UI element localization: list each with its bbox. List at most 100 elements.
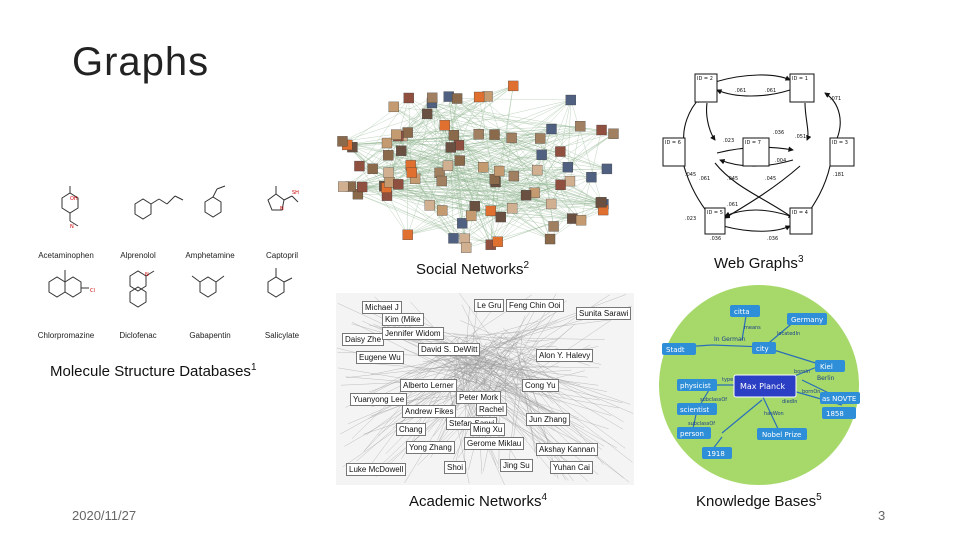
academic-author-label: Eugene Wu: [356, 351, 404, 364]
social-edge: [407, 99, 571, 235]
academic-edge: [524, 338, 558, 343]
molecule-name: Gabapentin: [189, 331, 231, 340]
academic-author-label: Feng Chin Ooi: [506, 299, 564, 312]
caption-molecule: Molecule Structure Databases1: [50, 362, 257, 380]
web-node-label: ID = 4: [792, 210, 808, 216]
academic-author-label: Akshay Kannan: [536, 443, 599, 456]
academic-author-label: Alberto Lerner: [400, 379, 457, 392]
social-edge: [444, 125, 463, 224]
svg-text:Cl: Cl: [90, 288, 95, 294]
academic-edge: [512, 363, 624, 430]
social-edge: [386, 167, 484, 196]
social-avatar-node: [437, 205, 448, 216]
social-edge: [439, 172, 535, 194]
kb-edge-label: type: [722, 377, 733, 383]
social-avatar-node: [442, 160, 454, 171]
molecule-name: Acetaminophen: [38, 251, 94, 260]
caption-social-ref: 2: [523, 260, 530, 271]
molecule-item: Diclofenac: [102, 260, 174, 340]
academic-edge: [475, 364, 588, 378]
social-edge: [490, 85, 514, 245]
academic-edge: [453, 321, 539, 346]
social-edge: [386, 142, 399, 185]
social-avatar-node: [460, 242, 472, 253]
academic-author-label: Chang: [396, 423, 426, 436]
academic-edge: [445, 359, 457, 365]
social-avatar-node: [403, 92, 414, 104]
web-edge-weight: .036: [710, 236, 721, 242]
social-avatar-node: [448, 130, 460, 141]
web-node-label: ID = 7: [745, 140, 761, 146]
academic-author-label: Le Gru: [474, 299, 505, 312]
social-edge: [393, 106, 527, 196]
academic-edge: [484, 346, 557, 349]
social-edge: [432, 97, 472, 216]
academic-edge: [475, 350, 631, 405]
academic-edge: [503, 385, 600, 401]
social-edge: [407, 206, 475, 235]
web-node-label: ID = 3: [832, 140, 848, 146]
academic-edge: [363, 355, 457, 452]
kb-center-node: Max Planck: [740, 382, 786, 391]
molecule-name: Diclofenac: [119, 331, 157, 340]
social-avatar-node: [422, 108, 433, 120]
social-avatar-node: [555, 146, 566, 157]
social-edge: [458, 129, 602, 146]
academic-author-label: Yuanyong Lee: [350, 393, 408, 406]
social-avatar-node: [508, 80, 519, 92]
social-avatar-node: [454, 155, 465, 166]
slide-page-number: 3: [878, 508, 886, 523]
web-edge-weight: .181: [833, 172, 844, 178]
social-avatar-node: [469, 201, 480, 212]
social-edge: [386, 187, 430, 206]
social-edge: [429, 129, 602, 206]
academic-edge: [522, 304, 561, 362]
caption-web-text: Web Graphs: [714, 255, 798, 272]
molecule-item: Acetaminophen: [30, 180, 102, 260]
academic-edge: [504, 294, 610, 365]
kb-node-label: Berlin: [817, 375, 835, 382]
social-edge: [407, 203, 552, 235]
web-edge-weight: .036: [767, 236, 778, 242]
social-edge: [447, 126, 581, 166]
social-edge: [537, 128, 552, 171]
web-graph-image: ID = 2 ID = 1 ID = 6 ID = 7 ID = 3 ID = …: [655, 68, 860, 243]
academic-edge: [407, 382, 520, 432]
kb-edge-label: subclassOf: [700, 397, 727, 403]
social-avatar-node: [567, 213, 578, 224]
social-edge: [497, 129, 602, 242]
molecule-item: Salicylate: [246, 260, 318, 340]
social-avatar-node: [548, 221, 559, 232]
web-edge-weight: .061: [699, 176, 710, 182]
caption-knowledge-text: Knowledge Bases: [696, 493, 817, 510]
caption-web: Web Graphs3: [714, 254, 804, 272]
social-network-image: [326, 70, 636, 260]
social-edge: [398, 135, 467, 248]
kb-node-label: 1858: [826, 410, 844, 418]
social-avatar-node: [367, 163, 378, 174]
social-edge: [466, 168, 607, 248]
social-edge: [384, 185, 535, 194]
social-edge: [429, 205, 465, 239]
molecule-item: Alprenolol: [102, 180, 174, 260]
social-avatar-node: [492, 236, 503, 247]
molecule-name: Captopril: [265, 251, 298, 260]
social-edge: [396, 97, 433, 135]
social-edge: [407, 132, 538, 171]
academic-author-label: Jun Zhang: [526, 413, 570, 426]
social-edge: [448, 96, 491, 245]
academic-edge: [495, 326, 573, 390]
web-edge-weight: .045: [765, 176, 776, 182]
social-edge: [343, 170, 500, 187]
academic-author-label: Cong Yu: [522, 379, 559, 392]
academic-edge: [454, 356, 483, 468]
social-avatar-node: [489, 129, 500, 140]
social-edge: [388, 97, 433, 156]
social-edge: [429, 179, 495, 206]
social-edge: [415, 178, 496, 183]
caption-web-ref: 3: [797, 254, 804, 265]
caption-social: Social Networks2: [416, 260, 529, 278]
social-network-graph: [337, 80, 619, 253]
social-edge: [490, 204, 604, 245]
